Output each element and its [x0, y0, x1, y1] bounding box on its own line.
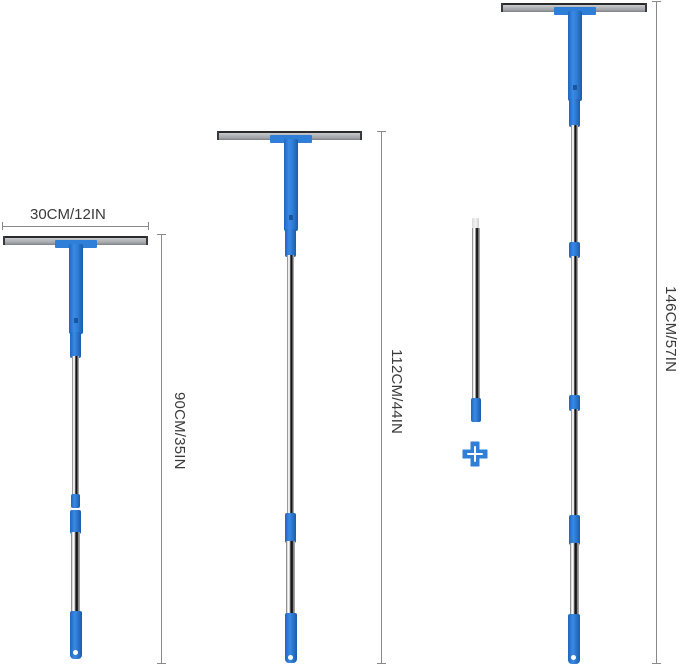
short-length-tick-top [157, 234, 166, 235]
hang-hole [73, 650, 78, 655]
pole-grip [285, 613, 297, 663]
pole-segment [571, 256, 578, 398]
squeegee-handle [568, 11, 582, 101]
medium-length-dimension-line [381, 131, 382, 664]
medium-length-tick-top [377, 131, 386, 132]
blade-width-dimension-line [2, 226, 149, 227]
long-length-tick-top [652, 1, 661, 2]
blade-width-tick-right [148, 222, 149, 230]
handle-collar [285, 229, 296, 257]
handle-collar [70, 332, 81, 358]
pole-grip [70, 611, 82, 659]
pole-segment [570, 543, 579, 619]
pole-segment [71, 532, 80, 612]
pole-segment [286, 541, 295, 617]
extension-pole-tip [472, 218, 479, 228]
pole-segment [571, 125, 578, 245]
extension-pole-shaft [472, 228, 480, 400]
pole-collar [569, 395, 580, 411]
short-length-tick-bottom [157, 663, 166, 664]
handle-collar [569, 99, 580, 127]
medium-length-label: 112CM/44IN [388, 349, 405, 435]
pole-segment [571, 409, 578, 519]
long-length-label: 146CM/57IN [662, 286, 679, 373]
long-length-dimension-line [656, 1, 657, 664]
hang-hole [288, 655, 293, 660]
long-length-tick-bottom [652, 663, 661, 664]
medium-length-tick-bottom [377, 663, 386, 664]
short-length-dimension-line [161, 234, 162, 664]
pole-segment [72, 356, 79, 496]
pole-collar [569, 515, 580, 545]
lock-button-icon [573, 85, 577, 90]
hang-hole [571, 655, 576, 660]
plus-icon [462, 441, 488, 467]
pole-segment [287, 255, 294, 517]
pole-grip [568, 614, 580, 664]
pole-collar [71, 494, 80, 508]
blade-width-tick-left [2, 222, 3, 230]
squeegee-handle [69, 244, 83, 334]
pole-collar [569, 242, 580, 258]
lock-button-icon [289, 215, 293, 220]
blade-width-label: 30CM/12IN [30, 206, 106, 223]
short-length-label: 90CM/35IN [171, 392, 188, 470]
squeegee-handle [284, 139, 298, 231]
pole-collar [285, 513, 296, 543]
extension-pole-collar [471, 398, 481, 422]
lock-button-icon [74, 318, 78, 323]
pole-collar [70, 510, 81, 534]
